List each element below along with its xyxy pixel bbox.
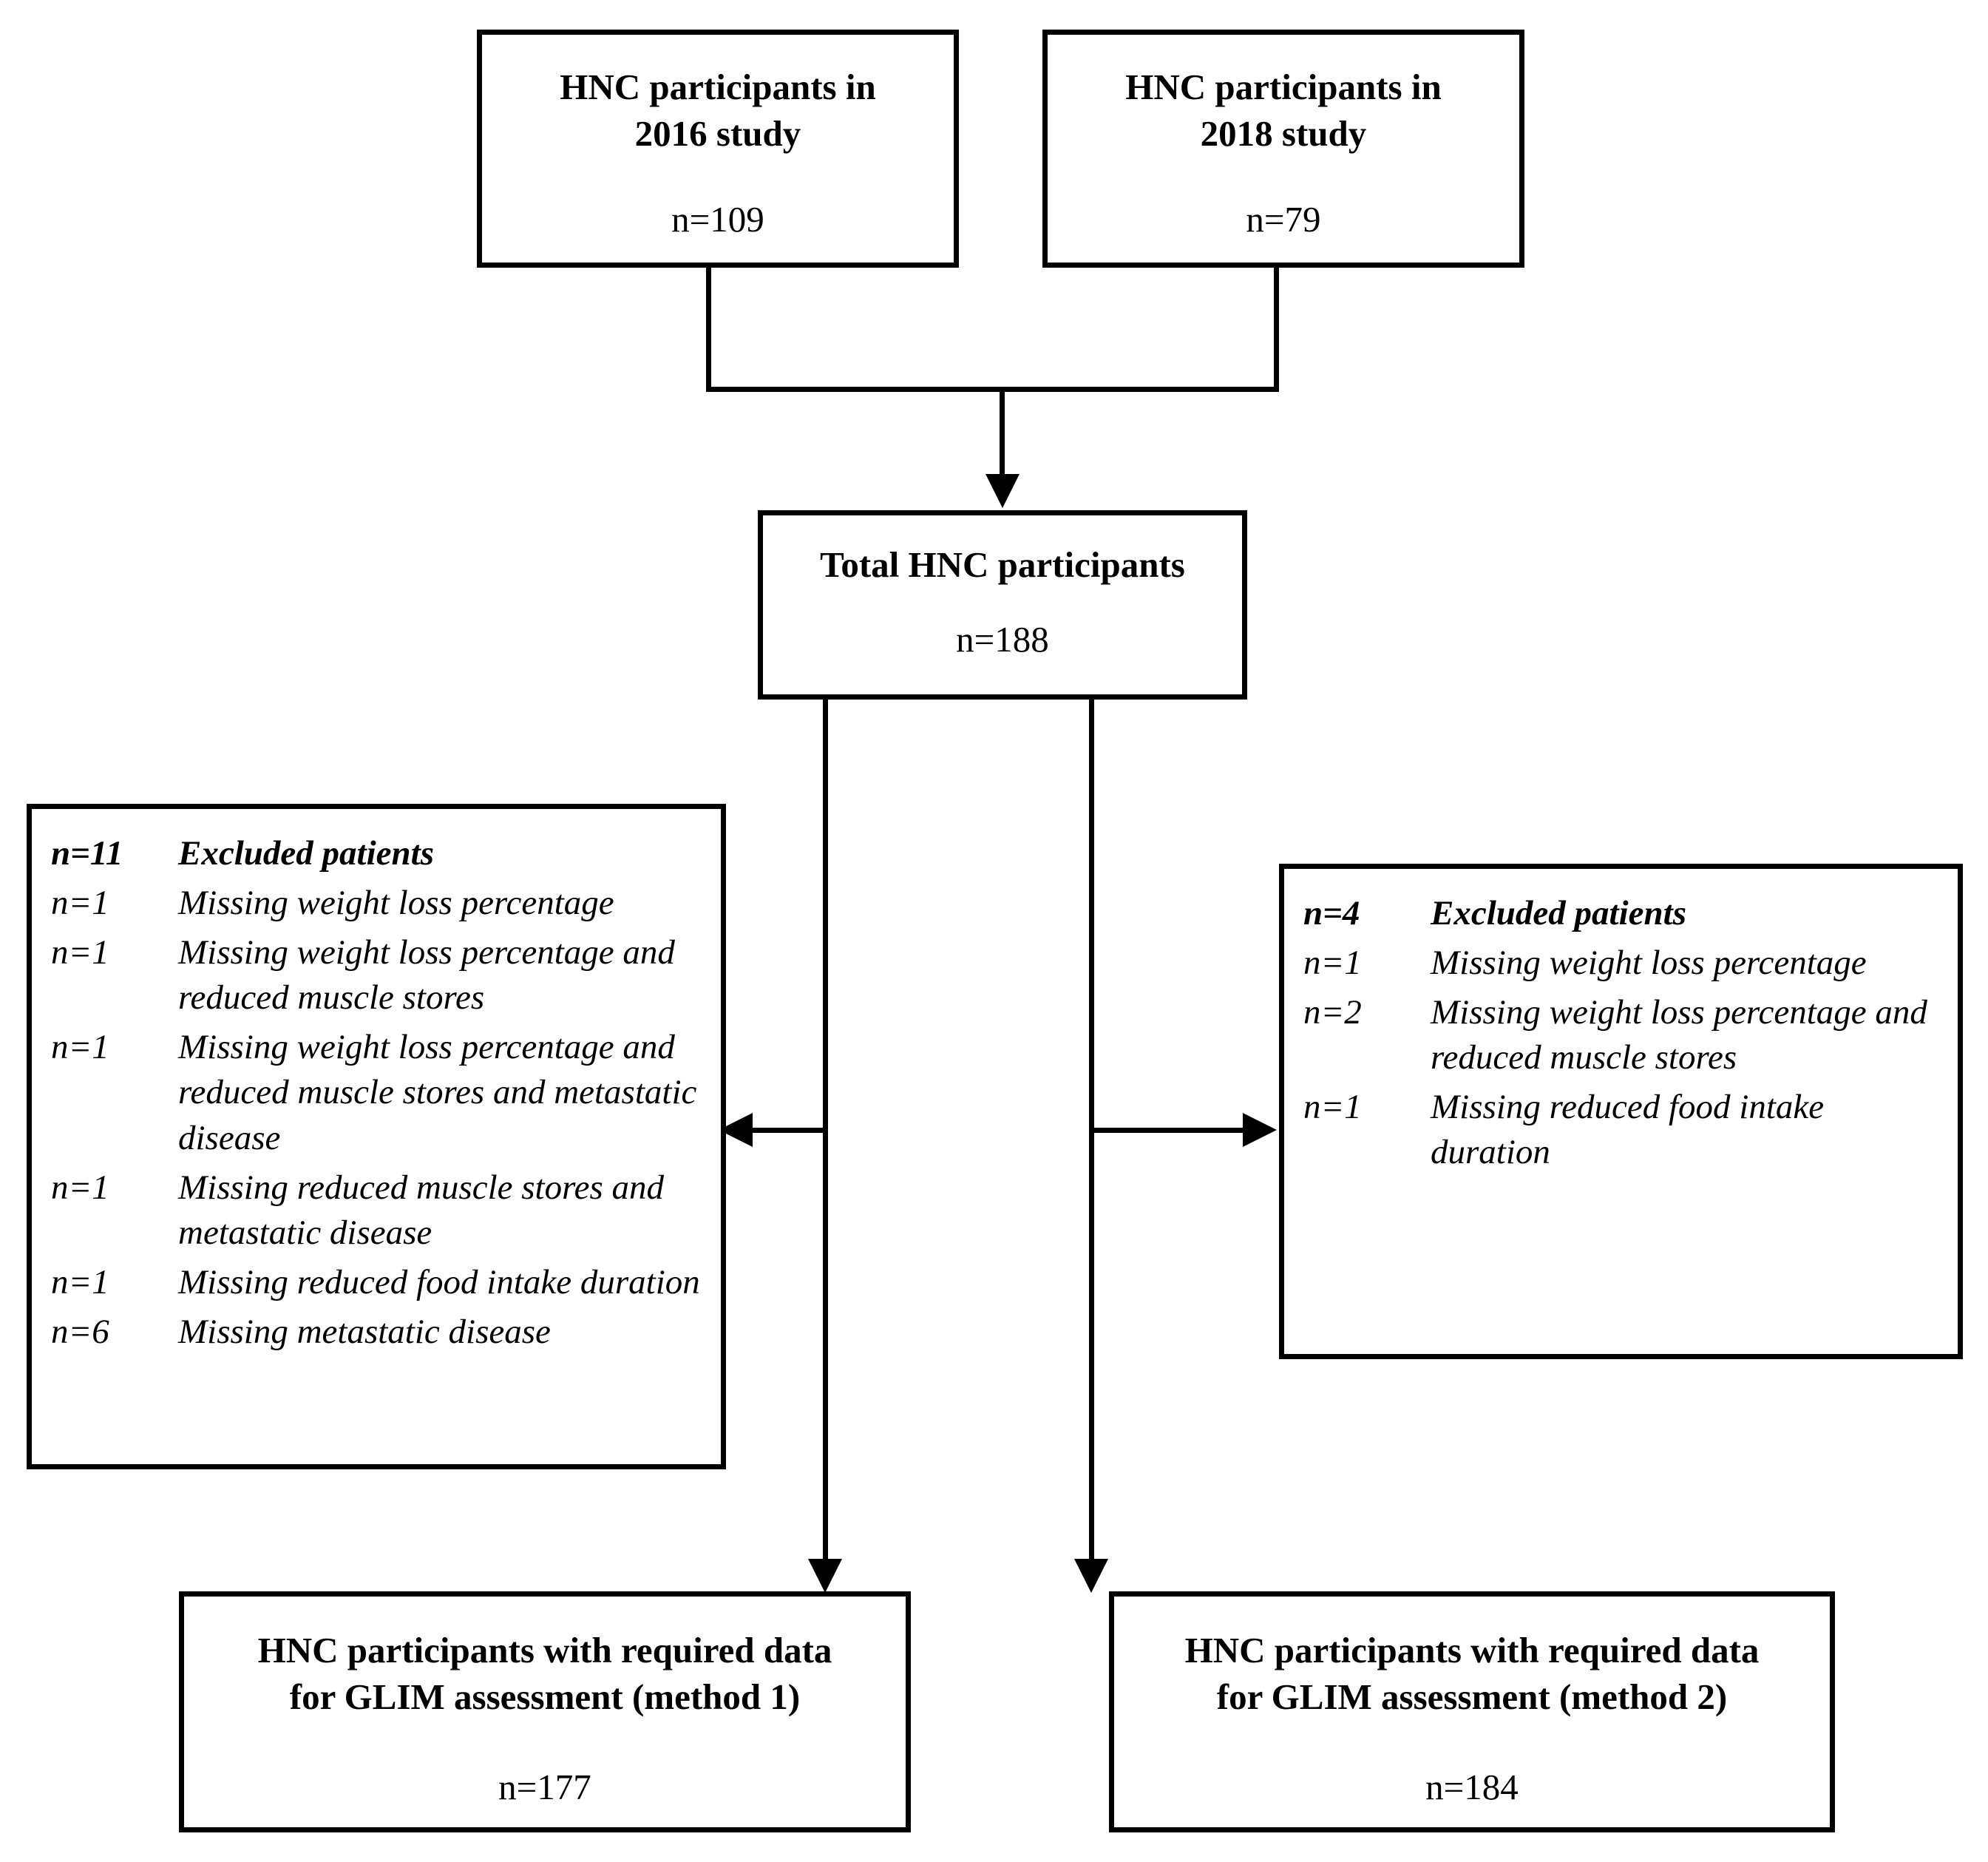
excluded-method2-header-count: n=4: [1303, 894, 1360, 932]
exclusion-item-reason: Missing metastatic disease: [178, 1312, 551, 1351]
exclusion-item-count: n=2: [1303, 993, 1362, 1032]
connector-merge-stem: [1000, 387, 1005, 475]
exclusion-item: n=1 Missing weight loss percentage and r…: [51, 930, 702, 1020]
node-result-method-1: HNC participants with required data for …: [179, 1591, 911, 1832]
exclusion-item: n=6 Missing metastatic disease: [51, 1310, 702, 1355]
exclusion-item-reason: Missing weight loss percentage: [178, 884, 614, 923]
excluded-method2-header-label: Excluded patients: [1431, 894, 1686, 932]
connector-2018-drop: [1274, 265, 1279, 392]
exclusion-item: n=1 Missing weight loss percentage: [1303, 941, 1938, 986]
study-2016-title-line1: HNC participants in: [560, 67, 876, 107]
node-total-participants: Total HNC participants n=188: [758, 510, 1247, 700]
exclusion-item-count: n=1: [1303, 1088, 1362, 1127]
connector-exclusion-right-bar: [1089, 1128, 1243, 1133]
exclusion-item-count: n=1: [51, 1028, 109, 1067]
study-2016-title-line2: 2016 study: [634, 112, 801, 154]
exclusion-item-count: n=1: [51, 933, 109, 972]
excluded-method1-header-label: Excluded patients: [178, 834, 434, 873]
node-result-method-2: HNC participants with required data for …: [1109, 1591, 1835, 1832]
exclusion-item-count: n=1: [51, 1262, 109, 1301]
exclusion-item: n=1 Missing reduced food intake duration: [1303, 1085, 1938, 1175]
exclusion-item-reason: Missing weight loss percentage and reduc…: [178, 933, 675, 1018]
result-method1-title-line2: for GLIM assessment (method 1): [289, 1676, 801, 1717]
study-2018-title-line1: HNC participants in: [1125, 67, 1442, 107]
result-method2-title-line2: for GLIM assessment (method 2): [1216, 1676, 1728, 1717]
exclusion-item-count: n=1: [51, 1168, 109, 1207]
arrow-merge-to-total-icon: [985, 474, 1020, 508]
study-2018-count: n=79: [1246, 199, 1321, 240]
node-study-2018: HNC participants in 2018 study n=79: [1042, 30, 1524, 268]
excluded-method1-header: n=11 Excluded patients: [51, 831, 702, 876]
connector-2016-drop: [706, 265, 711, 392]
node-excluded-method-2: n=4 Excluded patients n=1 Missing weight…: [1279, 864, 1963, 1359]
exclusion-item: n=1 Missing weight loss percentage and r…: [51, 1025, 702, 1160]
arrow-total-to-result1-icon: [808, 1559, 842, 1593]
result-method2-title-line1: HNC participants with required data: [1184, 1630, 1760, 1670]
arrow-total-to-result2-icon: [1074, 1559, 1108, 1593]
exclusion-item: n=1 Missing reduced muscle stores and me…: [51, 1165, 702, 1256]
exclusion-item-reason: Missing weight loss percentage: [1431, 944, 1867, 983]
node-excluded-method-1: n=11 Excluded patients n=1 Missing weigh…: [27, 804, 726, 1469]
excluded-method2-header: n=4 Excluded patients: [1303, 891, 1938, 936]
arrow-exclusion-right-icon: [1243, 1113, 1277, 1147]
exclusion-item-count: n=6: [51, 1312, 109, 1351]
result-method2-count: n=184: [1425, 1767, 1519, 1808]
result-method1-title-line1: HNC participants with required data: [257, 1630, 832, 1670]
exclusion-item-reason: Missing reduced muscle stores and metast…: [178, 1168, 665, 1252]
exclusion-item-reason: Missing weight loss percentage and reduc…: [1431, 993, 1927, 1077]
connector-merge-bar: [706, 387, 1279, 392]
exclusion-item-reason: Missing reduced food intake duration: [178, 1262, 700, 1301]
result-method1-count: n=177: [498, 1767, 591, 1808]
exclusion-item-count: n=1: [1303, 944, 1362, 983]
exclusion-item: n=1 Missing reduced food intake duration: [51, 1260, 702, 1305]
exclusion-item: n=1 Missing weight loss percentage: [51, 881, 702, 926]
exclusion-item: n=2 Missing weight loss percentage and r…: [1303, 990, 1938, 1080]
exclusion-item-reason: Missing weight loss percentage and reduc…: [178, 1028, 697, 1157]
exclusion-item-reason: Missing reduced food intake duration: [1431, 1088, 1825, 1172]
total-count: n=188: [956, 618, 1049, 660]
study-2018-title-line2: 2018 study: [1200, 112, 1367, 154]
connector-exclusion-left-bar: [749, 1128, 828, 1133]
node-study-2016: HNC participants in 2016 study n=109: [477, 30, 959, 268]
excluded-method1-header-count: n=11: [51, 834, 123, 873]
exclusion-item-count: n=1: [51, 884, 109, 923]
total-title: Total HNC participants: [820, 544, 1185, 585]
study-2016-count: n=109: [671, 199, 764, 240]
